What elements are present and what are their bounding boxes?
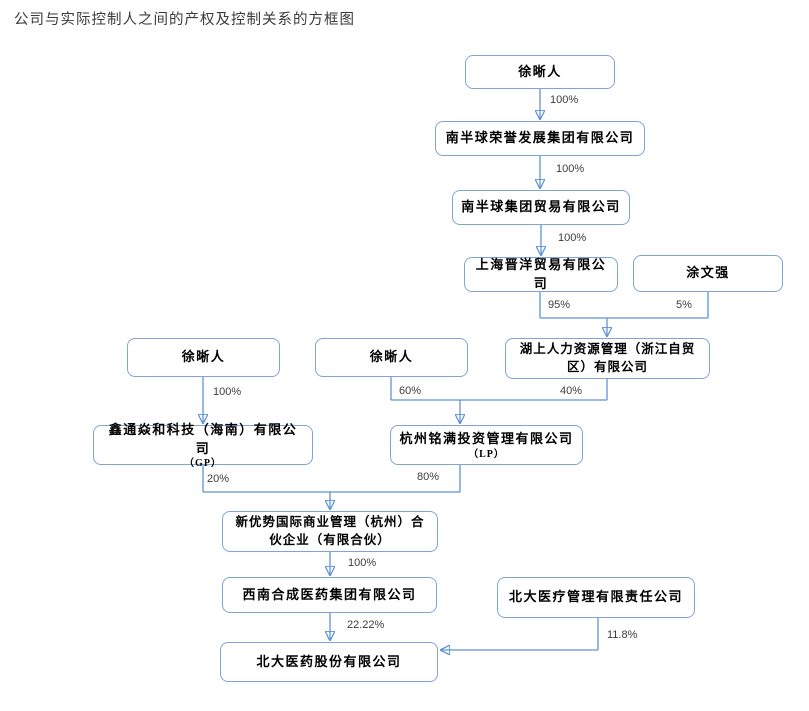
node-xinyoushi-partnership: 新优势国际商业管理（杭州）合伙企业（有限合伙）: [222, 511, 438, 552]
node-sublabel-gp: （GP）: [184, 457, 222, 469]
edge-label-hecheng-yiyao: 22.22%: [347, 619, 385, 631]
node-nanbanqiu-rongyu: 南半球荣誉发展集团有限公司: [435, 121, 645, 156]
edge-label-jinyang-hushang: 95%: [548, 299, 571, 311]
edge-label-rongyu-trade: 100%: [556, 163, 585, 175]
node-xinan-hecheng: 西南合成医药集团有限公司: [222, 577, 437, 613]
edge-label-xys-hecheng: 100%: [348, 557, 377, 569]
node-label: 西南合成医药集团有限公司: [242, 586, 417, 602]
edge-label-yiliao-yiyao: 11.8%: [607, 629, 638, 641]
node-shanghai-jinyang: 上海晋洋贸易有限公司: [464, 257, 618, 292]
node-label: 徐晰人: [369, 349, 414, 365]
node-xu-xiren-mid: 徐晰人: [315, 338, 468, 377]
node-label: 杭州铭满投资管理有限公司: [399, 431, 574, 447]
node-label: 涂文强: [686, 265, 730, 281]
edge-label-xintong-xys: 20%: [207, 473, 230, 485]
node-label: 北大医药股份有限公司: [256, 653, 402, 669]
edge-label-tu-hushang: 5%: [676, 299, 692, 311]
edge-label-hushang-mingman: 40%: [560, 385, 583, 397]
node-xu-xiren-top: 徐晰人: [465, 55, 615, 89]
node-label: 徐晰人: [181, 349, 226, 365]
edge-label-mingman-xys: 80%: [417, 471, 440, 483]
edge-label-xumid-mingman: 60%: [399, 385, 422, 397]
node-label: 南半球荣誉发展集团有限公司: [445, 130, 635, 146]
node-nanbanqiu-trade: 南半球集团贸易有限公司: [452, 190, 630, 225]
node-label: 北大医疗管理有限责任公司: [508, 589, 683, 605]
node-xu-xiren-left: 徐晰人: [127, 338, 280, 377]
edge-label-trade-jinyang: 100%: [558, 232, 587, 244]
edge-label-xu-rongyu: 100%: [550, 94, 579, 106]
node-label: 徐晰人: [518, 63, 562, 79]
node-xintong-yanhe: 鑫通焱和科技（海南）有限公司 （GP）: [93, 422, 313, 469]
node-beida-yiyao: 北大医药股份有限公司: [220, 642, 438, 682]
node-label: 南半球集团贸易有限公司: [461, 199, 621, 215]
node-label: 湖上人力资源管理（浙江自贸区）有限公司: [519, 342, 696, 374]
node-hangzhou-mingman: 杭州铭满投资管理有限公司 （LP）: [390, 425, 583, 465]
node-tu-wenqiang: 涂文强: [633, 255, 783, 292]
node-label: 上海晋洋贸易有限公司: [475, 257, 607, 291]
page-title: 公司与实际控制人之间的产权及控制关系的方框图: [14, 12, 355, 28]
node-hushang-hr: 湖上人力资源管理（浙江自贸区）有限公司: [505, 338, 710, 379]
node-sublabel-lp: （LP）: [468, 448, 505, 460]
edge-label-xuleft-xintong: 100%: [213, 386, 242, 398]
node-label: 鑫通焱和科技（海南）有限公司: [108, 422, 298, 456]
node-beida-yiliao: 北大医疗管理有限责任公司: [497, 577, 695, 618]
node-label: 新优势国际商业管理（杭州）合伙企业（有限合伙）: [235, 515, 425, 547]
